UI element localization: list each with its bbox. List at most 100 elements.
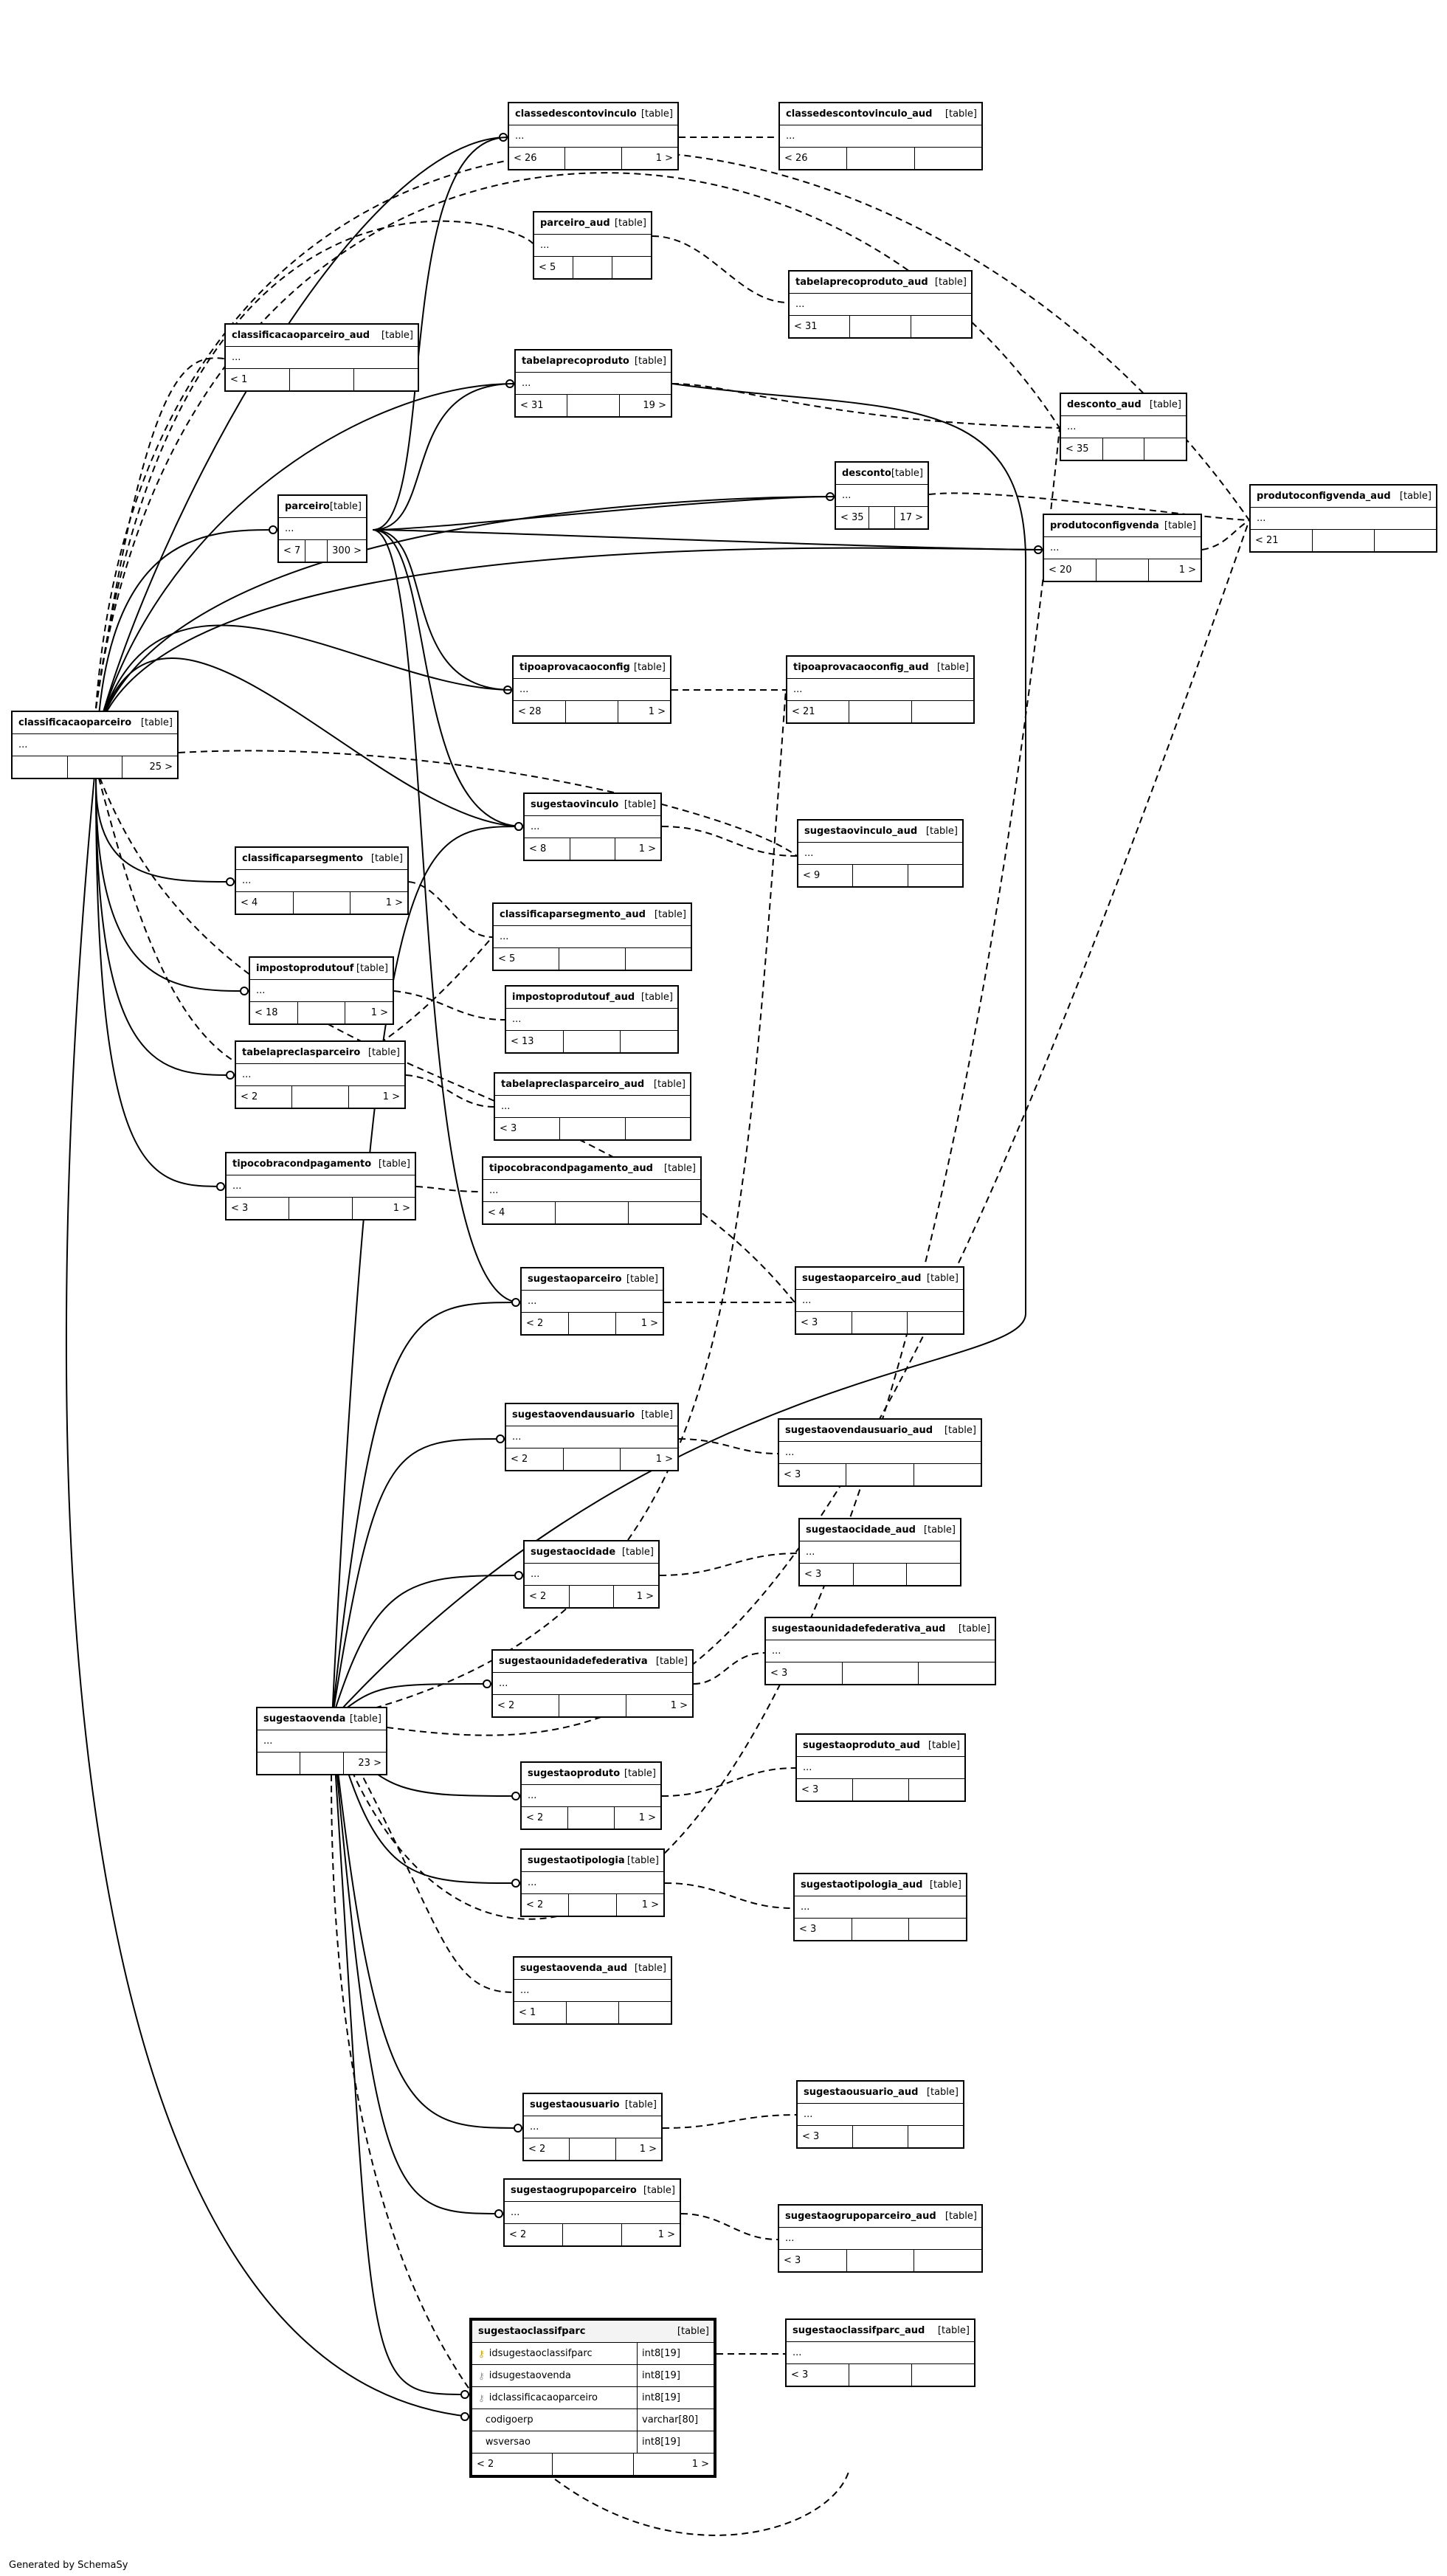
table-sugestaoparceiro_aud[interactable]: sugestaoparceiro_aud[table]...< 3 xyxy=(795,1266,964,1335)
child-count[interactable]: 1 > xyxy=(636,1591,655,1602)
table-tabelapreclasparceiro_aud[interactable]: tabelapreclasparceiro_aud[table]...< 3 xyxy=(494,1072,691,1141)
child-count[interactable] xyxy=(909,1919,966,1940)
parent-count[interactable]: < 4 xyxy=(236,892,294,914)
table-name[interactable]: sugestaocidade_aud xyxy=(806,1524,916,1536)
table-name[interactable]: tabelaprecoproduto xyxy=(522,356,629,367)
table-name[interactable]: sugestaogrupoparceiro xyxy=(511,2185,637,2196)
child-count[interactable]: 1 > xyxy=(639,2144,657,2155)
table-name[interactable]: classificaparsegmento_aud xyxy=(500,909,646,920)
table-name[interactable]: sugestaocidade xyxy=(531,1547,616,1558)
table-sugestaovenda_aud[interactable]: sugestaovenda_aud[table]...< 1 xyxy=(513,1956,672,2025)
parent-count[interactable]: < 3 xyxy=(779,1464,847,1485)
parent-count[interactable]: < 3 xyxy=(797,1779,853,1800)
table-parceiro_aud[interactable]: parceiro_aud[table]...< 5 xyxy=(533,211,652,280)
parent-count[interactable]: < 3 xyxy=(227,1198,290,1219)
table-name[interactable]: classificacaoparceiro_aud xyxy=(232,330,370,341)
parent-count[interactable]: < 26 xyxy=(780,148,848,169)
parent-count[interactable]: < 26 xyxy=(509,148,566,169)
table-sugestaoclassifparc_aud[interactable]: sugestaoclassifparc_aud[table]...< 3 xyxy=(785,2318,975,2387)
table-classificacaoparceiro_aud[interactable]: classificacaoparceiro_aud[table]...< 1 xyxy=(224,323,419,392)
table-sugestaovinculo_aud[interactable]: sugestaovinculo_aud[table]...< 9 xyxy=(797,819,964,888)
parent-count[interactable] xyxy=(13,756,68,778)
parent-count[interactable]: < 2 xyxy=(505,2224,564,2245)
parent-count[interactable]: < 8 xyxy=(525,838,570,860)
child-count[interactable] xyxy=(919,1662,995,1684)
table-produtoconfigvenda_aud[interactable]: produtoconfigvenda_aud[table]...< 21 xyxy=(1249,484,1437,553)
parent-count[interactable]: < 5 xyxy=(534,257,573,278)
child-count[interactable] xyxy=(908,1312,963,1333)
child-count[interactable] xyxy=(915,148,981,169)
parent-count[interactable]: < 9 xyxy=(798,865,854,886)
parent-count[interactable]: < 3 xyxy=(800,1564,854,1585)
child-count[interactable]: 1 > xyxy=(1178,564,1196,576)
table-name[interactable]: desconto_aud xyxy=(1067,399,1142,410)
table-name[interactable]: sugestaounidadefederativa xyxy=(499,1656,648,1667)
child-count[interactable]: 19 > xyxy=(643,400,666,411)
table-name[interactable]: parceiro xyxy=(285,501,330,512)
parent-count[interactable]: < 3 xyxy=(787,2364,849,2386)
table-name[interactable]: classedescontovinculo_aud xyxy=(786,108,933,120)
child-count[interactable] xyxy=(912,701,973,722)
child-count[interactable]: 1 > xyxy=(691,2459,709,2470)
table-classedescontovinculo_aud[interactable]: classedescontovinculo_aud[table]...< 26 xyxy=(778,102,983,170)
table-tipocobracondpagamento_aud[interactable]: tipocobracondpagamento_aud[table]...< 4 xyxy=(482,1156,702,1225)
parent-count[interactable]: < 3 xyxy=(766,1662,843,1684)
child-count[interactable] xyxy=(908,2126,963,2147)
table-impostoprodutouf_aud[interactable]: impostoprodutouf_aud[table]...< 13 xyxy=(505,985,679,1054)
parent-count[interactable]: < 5 xyxy=(494,948,560,970)
parent-count[interactable]: < 35 xyxy=(836,507,869,528)
parent-count[interactable]: < 35 xyxy=(1061,438,1103,460)
parent-count[interactable]: < 2 xyxy=(524,2138,570,2160)
table-name[interactable]: classedescontovinculo xyxy=(515,108,637,120)
parent-count[interactable]: < 3 xyxy=(795,1919,852,1940)
table-name[interactable]: produtoconfigvenda_aud xyxy=(1257,491,1391,502)
column-name[interactable]: idsugestaovenda xyxy=(488,2370,571,2381)
child-count[interactable] xyxy=(1144,438,1186,460)
child-count[interactable] xyxy=(914,1464,981,1485)
table-sugestaounidadefederativa_aud[interactable]: sugestaounidadefederativa_aud[table]...<… xyxy=(764,1617,996,1685)
child-count[interactable] xyxy=(909,1779,964,1800)
child-count[interactable] xyxy=(612,257,651,278)
table-name[interactable]: desconto xyxy=(842,468,891,479)
parent-count[interactable]: < 13 xyxy=(506,1031,564,1052)
table-name[interactable]: sugestaovendausuario xyxy=(512,1409,635,1420)
table-name[interactable]: sugestaounidadefederativa_aud xyxy=(772,1623,946,1634)
child-count[interactable] xyxy=(912,2364,974,2386)
child-count[interactable]: 1 > xyxy=(670,1700,688,1711)
child-count[interactable] xyxy=(911,316,971,337)
child-count[interactable] xyxy=(629,1202,700,1223)
column-name[interactable]: idclassificacaoparceiro xyxy=(488,2392,598,2403)
table-name[interactable]: tabelapreclasparceiro xyxy=(242,1047,361,1058)
table-name[interactable]: produtoconfigvenda xyxy=(1050,520,1159,531)
table-name[interactable]: classificaparsegmento xyxy=(242,853,364,864)
table-name[interactable]: sugestaovenda xyxy=(263,1713,346,1724)
table-tipoaprovacaoconfig_aud[interactable]: tipoaprovacaoconfig_aud[table]...< 21 xyxy=(786,655,975,724)
table-name[interactable]: sugestaousuario_aud xyxy=(804,2087,919,2098)
table-name[interactable]: sugestaovinculo_aud xyxy=(804,826,918,837)
parent-count[interactable]: < 2 xyxy=(525,1586,570,1607)
column-name[interactable]: codigoerp xyxy=(485,2414,533,2425)
table-name[interactable]: tabelapreclasparceiro_aud xyxy=(501,1079,645,1090)
child-count[interactable]: 1 > xyxy=(382,1091,400,1102)
column-name[interactable]: idsugestaoclassifparc xyxy=(488,2348,593,2359)
parent-count[interactable]: < 2 xyxy=(493,1695,560,1716)
child-count[interactable]: 25 > xyxy=(149,762,173,773)
child-count[interactable]: 300 > xyxy=(332,545,362,556)
parent-count[interactable]: < 31 xyxy=(790,316,851,337)
parent-count[interactable]: < 31 xyxy=(516,395,568,416)
table-name[interactable]: tipocobracondpagamento_aud xyxy=(489,1163,653,1174)
parent-count[interactable]: < 28 xyxy=(514,701,566,722)
parent-count[interactable]: < 3 xyxy=(798,2126,853,2147)
parent-count[interactable]: < 1 xyxy=(226,369,290,390)
column-name[interactable]: wsversao xyxy=(485,2437,531,2448)
parent-count[interactable]: < 2 xyxy=(522,1313,569,1334)
